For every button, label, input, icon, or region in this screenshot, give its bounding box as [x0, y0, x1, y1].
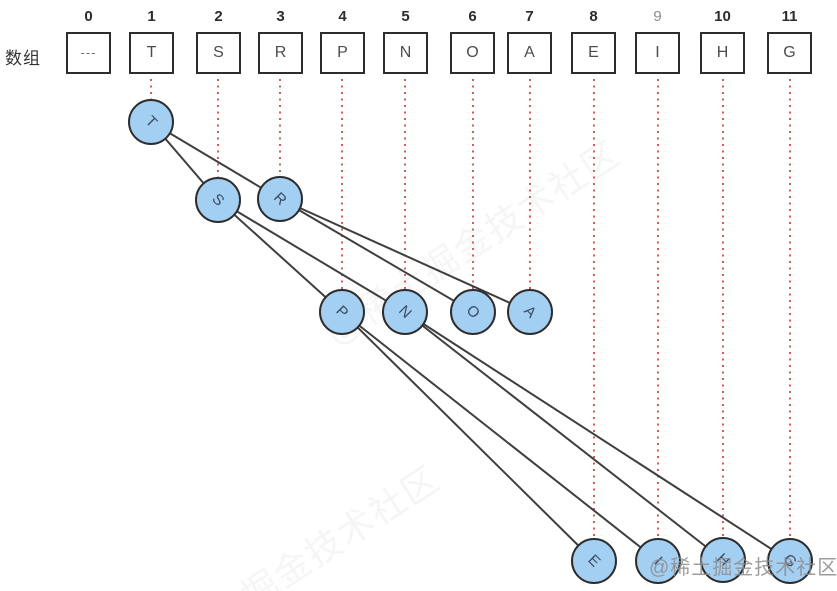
tree-edge-R-A: [279, 198, 531, 313]
tree-node-N: [382, 289, 428, 335]
array-column-4: 4 P: [320, 6, 365, 74]
tree-edge-S-N: [217, 199, 406, 313]
array-column-7: 7 A: [507, 6, 552, 74]
tree-edge-P-I: [341, 311, 659, 562]
array-index-0: 0: [84, 8, 93, 25]
tree-node-E: [571, 538, 617, 584]
array-cell-1: T: [129, 32, 174, 74]
array-index-8: 8: [589, 8, 598, 25]
tree-edge-R-O: [279, 198, 474, 313]
tree-node-P: [319, 289, 365, 335]
array-index-2: 2: [214, 8, 223, 25]
tree-node-O: [450, 289, 496, 335]
array-column-3: 3 R: [258, 6, 303, 74]
array-column-5: 5 N: [383, 6, 428, 74]
array-column-8: 8 E: [571, 6, 616, 74]
tree-node-G: [767, 538, 813, 584]
array-index-4: 4: [338, 8, 347, 25]
array-cell-10: H: [700, 32, 745, 74]
array-cell-7: A: [507, 32, 552, 74]
array-index-9: 9: [653, 8, 662, 25]
array-cell-5: N: [383, 32, 428, 74]
array-cell-11: G: [767, 32, 812, 74]
array-index-6: 6: [468, 8, 477, 25]
array-cell-2: S: [196, 32, 241, 74]
tree-node-A: [507, 289, 553, 335]
array-column-10: 10 H: [700, 6, 745, 74]
array-index-11: 11: [781, 8, 798, 25]
tree-edge-N-G: [404, 311, 791, 562]
tree-node-R: [257, 176, 303, 222]
tree-node-T: [128, 99, 174, 145]
tree-edge-T-R: [150, 121, 281, 200]
tree-edge-N-H: [404, 311, 724, 561]
array-column-9: 9 I: [635, 6, 680, 74]
array-column-0: 0 ---: [66, 6, 111, 74]
tree-node-S: [195, 177, 241, 223]
tree-edge-S-P: [217, 199, 343, 313]
tree-node-H: [700, 537, 746, 583]
tree-edge-P-E: [341, 311, 595, 562]
array-column-2: 2 S: [196, 6, 241, 74]
array-index-3: 3: [276, 8, 285, 25]
array-column-6: 6 O: [450, 6, 495, 74]
array-label: 数组: [5, 49, 41, 68]
array-cell-6: O: [450, 32, 495, 74]
array-index-5: 5: [401, 8, 410, 25]
array-column-11: 11 G: [767, 6, 812, 74]
tree-node-I: [635, 538, 681, 584]
array-index-1: 1: [147, 8, 156, 25]
watermark-text: @稀土掘金技术社区: [649, 557, 837, 579]
array-cell-3: R: [258, 32, 303, 74]
array-column-1: 1 T: [129, 6, 174, 74]
array-index-7: 7: [525, 8, 534, 25]
array-index-10: 10: [714, 8, 731, 25]
array-cell-8: E: [571, 32, 616, 74]
array-cell-4: P: [320, 32, 365, 74]
array-cell-9: I: [635, 32, 680, 74]
array-cell-0: ---: [66, 32, 111, 74]
